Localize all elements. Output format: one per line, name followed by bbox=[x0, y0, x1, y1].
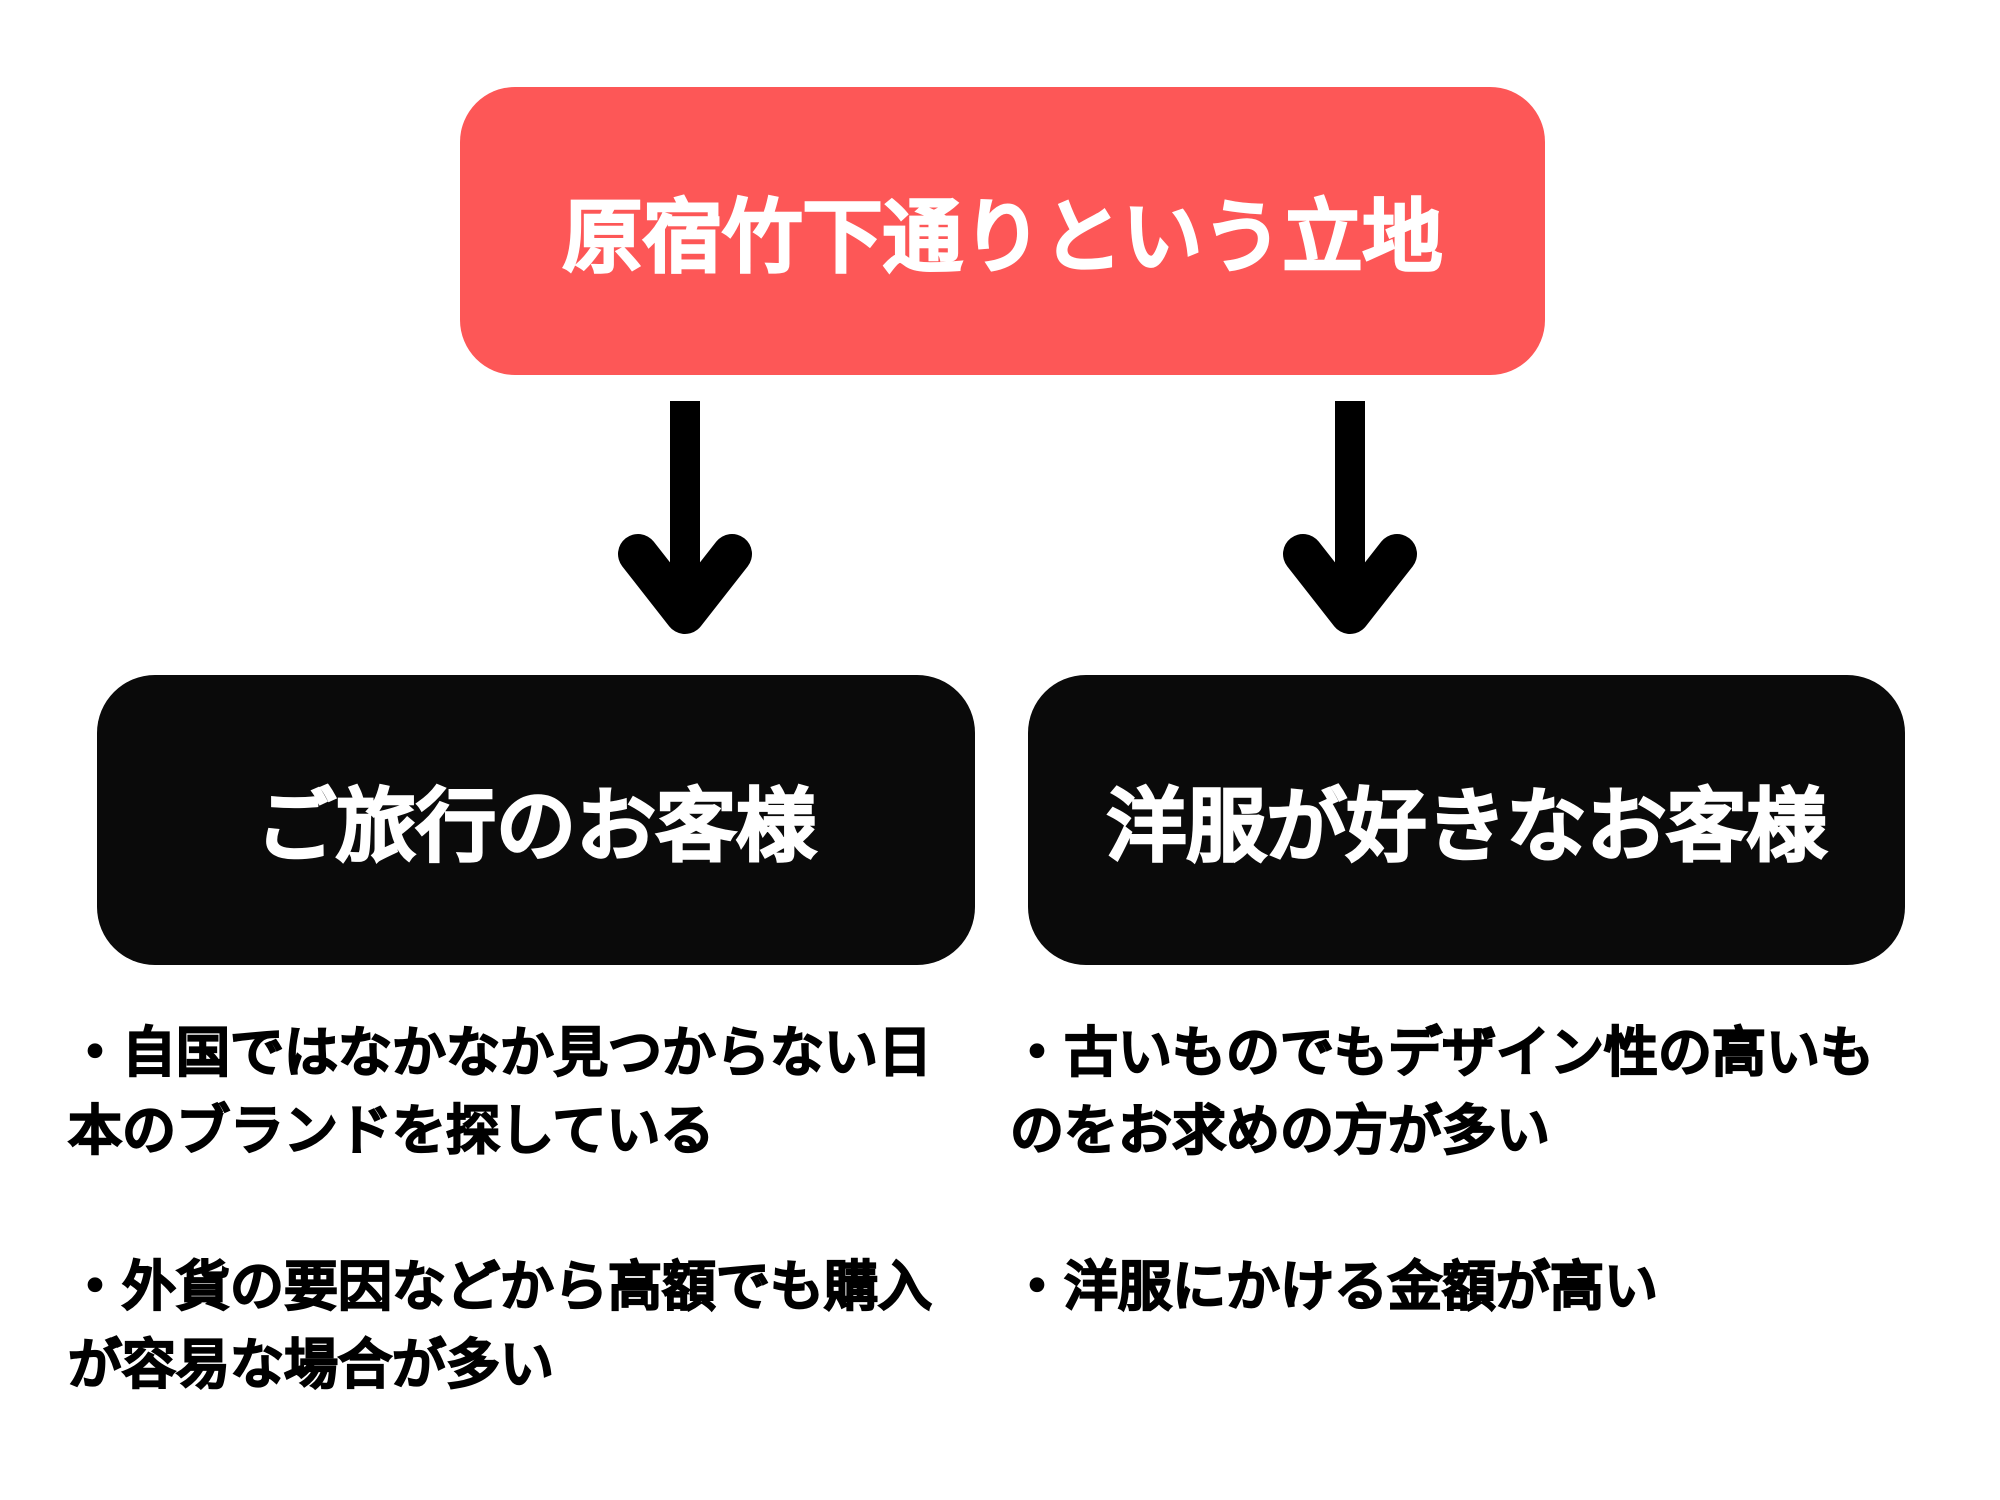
fashion-lovers-bullet-list: ・古いものでもデザイン性の高いものをお求めの方が多い ・洋服にかける金額が高い bbox=[1009, 1014, 1896, 1326]
down-arrow-left bbox=[618, 401, 752, 634]
branch-node-travelers: ご旅行のお客様 bbox=[97, 675, 975, 965]
branch-node-travelers-label: ご旅行のお客様 bbox=[255, 781, 817, 872]
root-node-location: 原宿竹下通りという立地 bbox=[460, 87, 1545, 375]
down-arrow-right bbox=[1283, 401, 1417, 634]
bullet-item: ・外貨の要因などから高額でも購入が容易な場合が多い bbox=[67, 1256, 933, 1396]
travelers-bullet-list: ・自国ではなかなか見つからない日本のブランドを探している ・外貨の要因などから高… bbox=[67, 1014, 954, 1404]
bullet-item: ・自国ではなかなか見つからない日本のブランドを探している bbox=[67, 1022, 933, 1162]
root-node-label: 原宿竹下通りという立地 bbox=[562, 192, 1444, 283]
branch-node-fashion-lovers-label: 洋服が好きなお客様 bbox=[1106, 781, 1828, 872]
branch-node-fashion-lovers: 洋服が好きなお客様 bbox=[1028, 675, 1905, 965]
bullet-item: ・洋服にかける金額が高い bbox=[1009, 1256, 1659, 1318]
bullet-item: ・古いものでもデザイン性の高いものをお求めの方が多い bbox=[1009, 1022, 1875, 1162]
